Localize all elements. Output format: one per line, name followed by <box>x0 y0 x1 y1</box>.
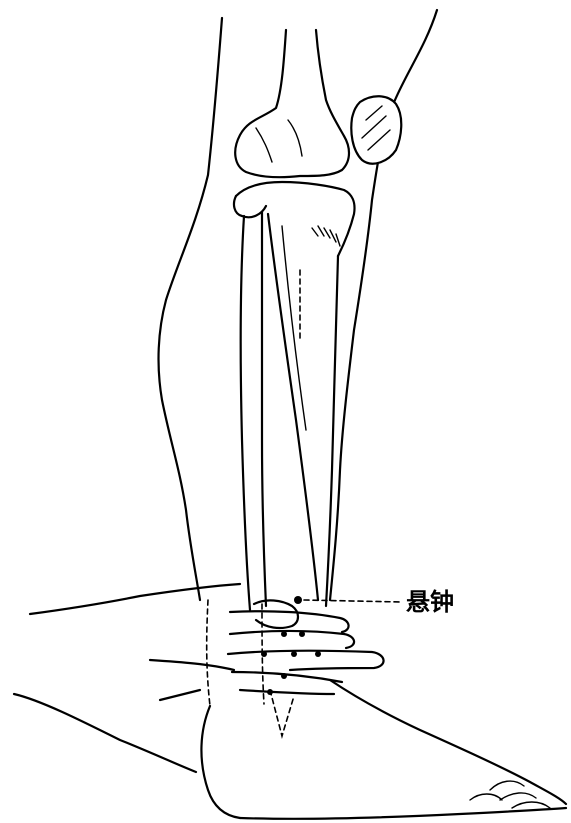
tendon-mark <box>267 689 273 695</box>
tibia-tuberosity-detail <box>312 226 340 246</box>
tendon-4 <box>232 672 342 682</box>
lateral-malleolus <box>254 600 298 628</box>
tendon-mark <box>261 651 267 657</box>
background-heel <box>150 660 234 700</box>
background-foot-bottom <box>14 694 196 772</box>
label-leader-line <box>304 600 402 602</box>
tendon-5 <box>240 690 334 694</box>
tendon-3 <box>228 651 384 670</box>
acupoint-label: 悬钟 <box>406 588 454 616</box>
toe-lines <box>470 781 550 808</box>
tendon-mark <box>291 651 297 657</box>
femur-condyle-detail <box>256 120 302 162</box>
fibula-shaft-inner <box>262 212 266 606</box>
tibia-shaft <box>268 214 318 600</box>
tendon-mark <box>299 631 305 637</box>
fibula-shaft <box>241 216 250 610</box>
tendon-mark <box>315 651 321 657</box>
patella-bone <box>351 96 401 163</box>
retinaculum-dashed-bottom <box>270 690 294 736</box>
tendon-marks <box>261 631 321 695</box>
tibia-shaft-anterior <box>326 256 338 606</box>
femur-bone <box>235 30 349 177</box>
background-foot-top <box>30 584 240 614</box>
retinaculum-dashed-left <box>207 600 210 706</box>
tendon-1 <box>230 611 349 632</box>
tendon-2 <box>230 631 354 648</box>
calf-outline <box>159 18 222 600</box>
tendon-mark <box>281 631 287 637</box>
acupoint-marker <box>294 596 302 604</box>
tibia-head <box>236 182 355 256</box>
foot-heel <box>201 706 240 818</box>
tendon-mark <box>281 673 287 679</box>
foot-sole <box>240 808 566 819</box>
foot-dorsum <box>330 680 566 804</box>
